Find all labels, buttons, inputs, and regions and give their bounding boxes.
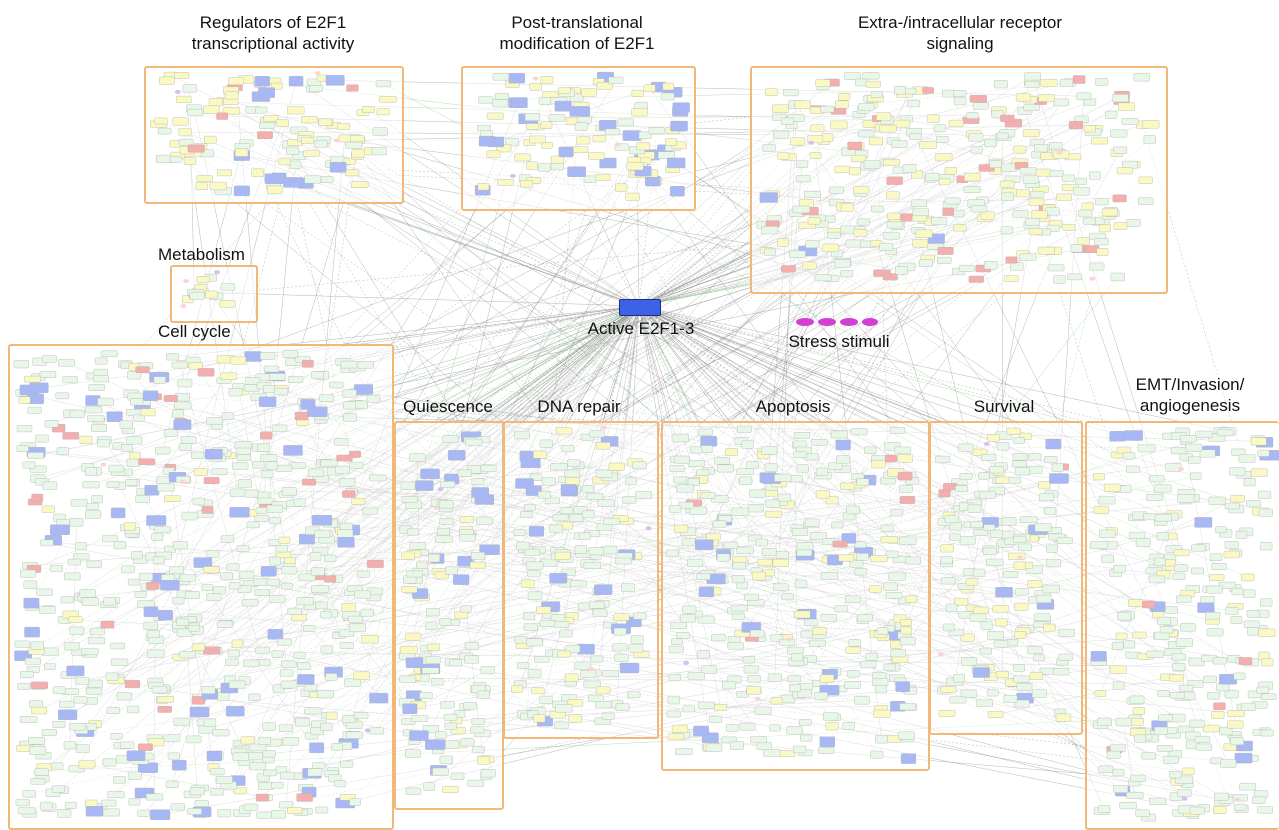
module-emt-title: EMT/Invasion/ angiogenesis <box>1110 374 1270 416</box>
stress-stimulus-node[interactable] <box>818 318 836 326</box>
module-dna-repair-title: DNA repair <box>537 397 621 416</box>
module-regulators-title-line1: Regulators of E2F1 <box>199 13 347 32</box>
stress-stimulus-node[interactable] <box>840 318 858 326</box>
module-receptor-title-line1: Extra-/intracellular receptor <box>857 13 1063 32</box>
interaction-edge <box>638 305 709 442</box>
stress-stimulus-node[interactable] <box>862 318 878 326</box>
interaction-edge <box>557 165 640 307</box>
module-survival-frame <box>929 421 1083 735</box>
interaction-edge <box>352 172 1113 214</box>
module-apoptosis-frame <box>661 421 930 771</box>
interaction-edge <box>638 305 1169 437</box>
interaction-edge <box>638 305 994 438</box>
interaction-edge <box>331 305 640 774</box>
interaction-edge <box>603 161 888 446</box>
interaction-edge <box>638 305 1006 544</box>
interaction-edge <box>349 364 820 443</box>
module-metabolism-title: Metabolism <box>158 245 245 264</box>
module-ptm-frame <box>461 66 696 211</box>
module-emt-title-line1: EMT/Invasion/ <box>1135 375 1245 394</box>
module-metabolism-frame <box>170 265 258 323</box>
module-regulators-title-line2: transcriptional activity <box>191 34 355 53</box>
module-regulators-title: Regulators of E2F1 transcriptional activ… <box>168 12 378 54</box>
interaction-edge <box>430 131 613 671</box>
interaction-edge <box>114 305 640 417</box>
interaction-edge <box>638 130 657 307</box>
interaction-edge <box>470 162 997 441</box>
module-ptm-title-line1: Post-translational <box>511 13 643 32</box>
module-apoptosis-title: Apoptosis <box>755 397 831 416</box>
interaction-edge <box>757 180 1146 494</box>
stress-stimulus-node[interactable] <box>796 318 814 326</box>
module-receptor-frame <box>750 66 1168 294</box>
module-survival-title: Survival <box>973 397 1035 416</box>
interaction-edge <box>638 305 1221 431</box>
interaction-edge <box>638 305 898 431</box>
module-ptm-title-line2: modification of E2F1 <box>499 34 655 53</box>
hub-node[interactable] <box>619 299 661 316</box>
stress-stimuli-group <box>796 318 880 328</box>
interaction-edge <box>225 305 640 360</box>
module-dna-repair-frame <box>503 421 659 739</box>
module-receptor-title-line2: signaling <box>926 34 994 53</box>
module-emt-title-line2: angiogenesis <box>1139 396 1241 415</box>
module-cell-cycle-frame <box>8 344 394 830</box>
module-quiescence-title: Quiescence <box>403 397 493 416</box>
module-quiescence-frame <box>394 421 504 810</box>
interaction-edge <box>228 305 640 377</box>
hub-label: Active E2F1-3 <box>587 319 695 338</box>
module-emt-frame <box>1085 421 1279 830</box>
module-regulators-frame <box>144 66 404 204</box>
module-cell-cycle-title: Cell cycle <box>158 322 231 341</box>
module-ptm-title: Post-translational modification of E2F1 <box>482 12 672 54</box>
stress-label: Stress stimuli <box>788 332 890 351</box>
interaction-edge <box>638 305 838 526</box>
module-receptor-title: Extra-/intracellular receptor signaling <box>820 12 1100 54</box>
interaction-edge <box>579 149 899 654</box>
